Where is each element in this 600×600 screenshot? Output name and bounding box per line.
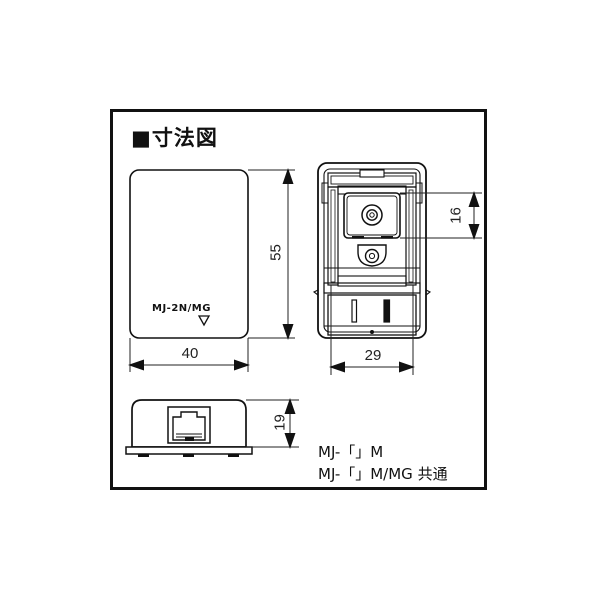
title-marker-icon: ■ bbox=[131, 126, 152, 150]
dimension-value-19: 19 bbox=[271, 414, 289, 431]
dimension-drawing-panel: ■寸法図 bbox=[110, 109, 487, 490]
caption-line-2: MJ-「」M/MG 共通 bbox=[318, 465, 448, 483]
caption-line-1: MJ-「」M bbox=[318, 443, 384, 461]
page-title: 寸法図 bbox=[151, 126, 218, 150]
dimension-value-16: 16 bbox=[447, 207, 465, 224]
dimension-value-40: 40 bbox=[181, 345, 199, 362]
front-view-part-label: MJ-2N/MG bbox=[152, 303, 211, 314]
panel-title: ■寸法図 bbox=[131, 122, 218, 152]
dimension-value-55: 55 bbox=[267, 244, 285, 261]
dimension-value-29: 29 bbox=[364, 347, 382, 364]
